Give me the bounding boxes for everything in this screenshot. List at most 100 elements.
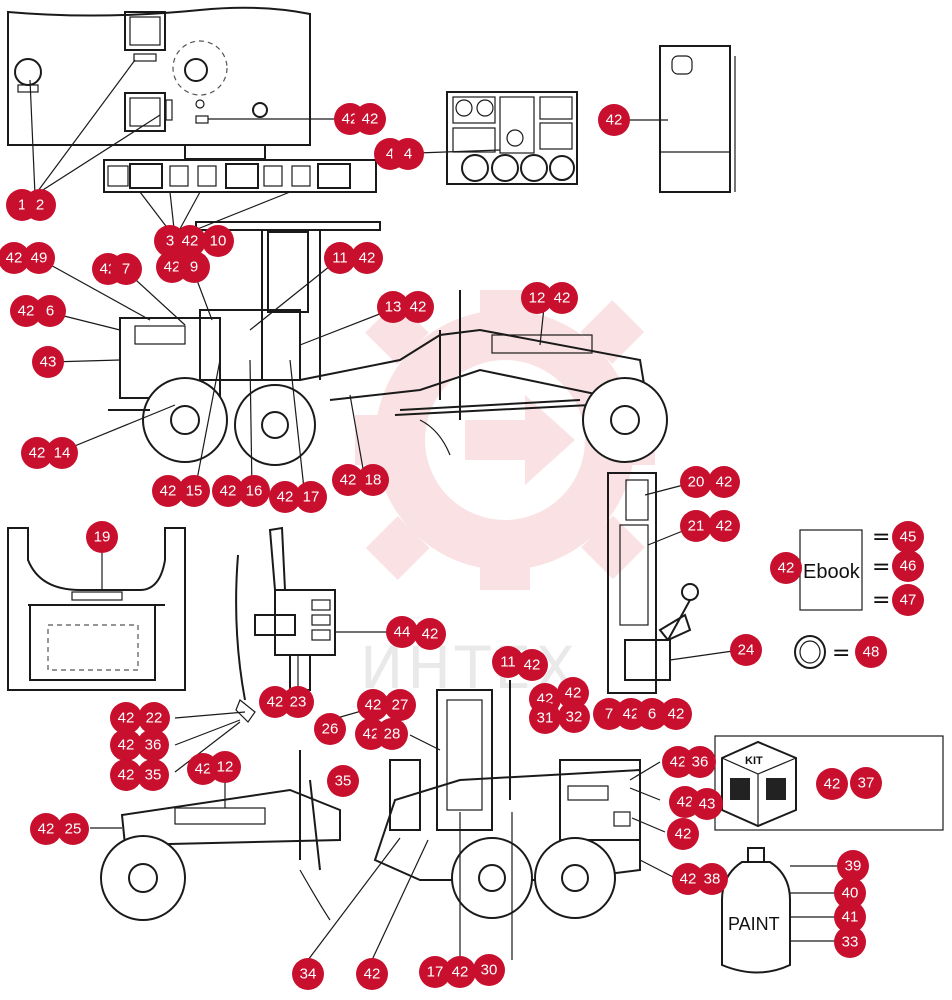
callout-20[interactable]: 20 [680,466,712,498]
callout-marker [152,475,184,507]
callout-35[interactable]: 35 [137,759,169,791]
callout-43[interactable]: 43 [32,346,64,378]
callout-42[interactable]: 42 [174,225,206,257]
callout-38[interactable]: 38 [696,863,728,895]
callout-35[interactable]: 35 [327,765,359,797]
callout-28[interactable]: 28 [376,718,408,750]
callout-marker [662,746,694,778]
callout-40[interactable]: 40 [834,877,866,909]
callout-44[interactable]: 44 [386,616,418,648]
callout-42[interactable]: 42 [516,649,548,681]
callout-49[interactable]: 49 [23,242,55,274]
callout-26[interactable]: 26 [314,713,346,745]
callout-13[interactable]: 13 [377,291,409,323]
callout-15[interactable]: 15 [178,475,210,507]
paint-can-illustration: PAINT [721,847,791,974]
callout-42[interactable]: 42 [30,813,62,845]
callout-42[interactable]: 42 [110,702,142,734]
callout-marker [314,713,346,745]
callout-12[interactable]: 12 [209,751,241,783]
callout-42[interactable]: 42 [110,759,142,791]
callout-17[interactable]: 17 [419,956,451,988]
callout-6[interactable]: 6 [34,295,66,327]
callout-42[interactable]: 42 [351,242,383,274]
callout-42[interactable]: 42 [708,510,740,542]
callout-42[interactable]: 42 [402,291,434,323]
callout-42[interactable]: 42 [357,689,389,721]
callout-42[interactable]: 42 [110,729,142,761]
callout-number: 10 [210,233,227,250]
callout-39[interactable]: 39 [837,850,869,882]
callout-42[interactable]: 42 [546,282,578,314]
callout-42[interactable]: 42 [414,618,446,650]
callout-42[interactable]: 42 [10,295,42,327]
callout-number: 43 [40,354,57,371]
callout-marker [174,225,206,257]
callout-22[interactable]: 22 [138,702,170,734]
callout-42[interactable]: 42 [212,475,244,507]
callout-37[interactable]: 37 [850,767,882,799]
callout-42[interactable]: 42 [354,103,386,135]
callout-34[interactable]: 34 [292,958,324,990]
callout-42[interactable]: 42 [259,686,291,718]
callout-marker [473,954,505,986]
callout-46[interactable]: 46 [892,550,924,582]
callout-23[interactable]: 23 [282,686,314,718]
callout-10[interactable]: 10 [202,225,234,257]
callout-12[interactable]: 12 [521,282,553,314]
callout-19[interactable]: 19 [86,521,118,553]
callout-33[interactable]: 33 [834,926,866,958]
callout-42[interactable]: 42 [444,956,476,988]
callout-marker [684,746,716,778]
callout-9[interactable]: 9 [178,251,210,283]
callout-47[interactable]: 47 [892,584,924,616]
callout-42[interactable]: 42 [356,958,388,990]
callout-48[interactable]: 48 [855,636,887,668]
callout-42[interactable]: 42 [708,466,740,498]
callout-number: 6 [46,303,54,320]
callout-42[interactable]: 42 [598,104,630,136]
callout-7[interactable]: 7 [110,253,142,285]
callout-4[interactable]: 4 [392,138,424,170]
callout-2[interactable]: 2 [24,189,56,221]
callout-42[interactable]: 42 [269,481,301,513]
callout-25[interactable]: 25 [57,813,89,845]
callout-7[interactable]: 7 [593,698,625,730]
callout-18[interactable]: 18 [357,464,389,496]
callout-42[interactable]: 42 [557,677,589,709]
callout-36[interactable]: 36 [137,729,169,761]
callout-17[interactable]: 17 [295,481,327,513]
callout-6[interactable]: 6 [636,698,668,730]
callout-42[interactable]: 42 [770,552,802,584]
control-lever-illustration [607,472,699,694]
callout-24[interactable]: 24 [730,634,762,666]
callout-45[interactable]: 45 [892,521,924,553]
callout-42[interactable]: 42 [21,437,53,469]
callout-16[interactable]: 16 [238,475,270,507]
callout-32[interactable]: 32 [558,701,590,733]
callout-42[interactable]: 42 [152,475,184,507]
callout-41[interactable]: 41 [834,901,866,933]
callout-marker [376,718,408,750]
callout-number: 41 [842,909,859,926]
callout-number: 42 [118,710,135,727]
callout-11[interactable]: 11 [324,242,356,274]
callout-27[interactable]: 27 [384,689,416,721]
callout-number: 40 [842,885,859,902]
callout-42[interactable]: 42 [660,698,692,730]
callout-42[interactable]: 42 [672,863,704,895]
callout-42[interactable]: 42 [0,242,30,274]
callout-43[interactable]: 43 [691,788,723,820]
callout-30[interactable]: 30 [473,954,505,986]
callout-21[interactable]: 21 [680,510,712,542]
callout-42[interactable]: 42 [662,746,694,778]
callout-42[interactable]: 42 [332,464,364,496]
callout-11[interactable]: 11 [492,646,524,678]
callout-31[interactable]: 31 [529,702,561,734]
callout-marker [137,759,169,791]
callout-42[interactable]: 42 [667,818,699,850]
callout-42[interactable]: 42 [816,768,848,800]
callout-36[interactable]: 36 [684,746,716,778]
callout-14[interactable]: 14 [46,437,78,469]
callout-42[interactable]: 42 [156,251,188,283]
